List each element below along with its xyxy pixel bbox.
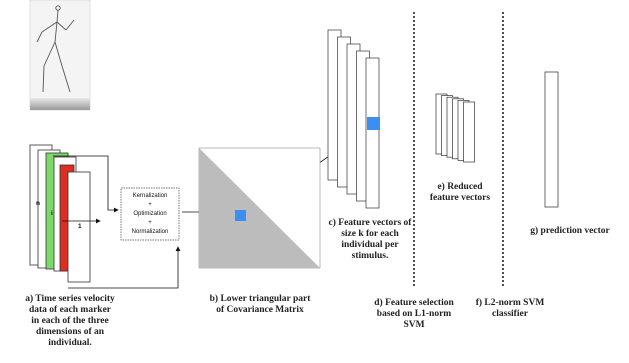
stick-figure-skeleton-icon <box>36 5 75 93</box>
covariance-element-marker <box>235 210 246 221</box>
feature-vector-sheet <box>365 57 380 209</box>
selected-feature-marker <box>367 117 380 130</box>
prediction-vector <box>544 71 559 208</box>
series-label-1: 1 <box>78 223 82 230</box>
processing-box <box>120 187 180 241</box>
reduced-feature-vector-sheet <box>463 101 475 163</box>
covariance-matrix <box>198 147 321 269</box>
caption-g: g) prediction vector <box>530 226 610 236</box>
skeleton-panel <box>29 0 91 111</box>
series-label-i: i <box>51 210 53 217</box>
reduced-feature-vectors-stack <box>435 93 475 163</box>
series-label-n: n <box>36 200 40 207</box>
feature-vectors-stack <box>327 29 380 209</box>
time-series-stack: n i 1 <box>29 144 91 283</box>
processing-box-label: Kernalization + Optimization + Normaliza… <box>131 193 169 235</box>
